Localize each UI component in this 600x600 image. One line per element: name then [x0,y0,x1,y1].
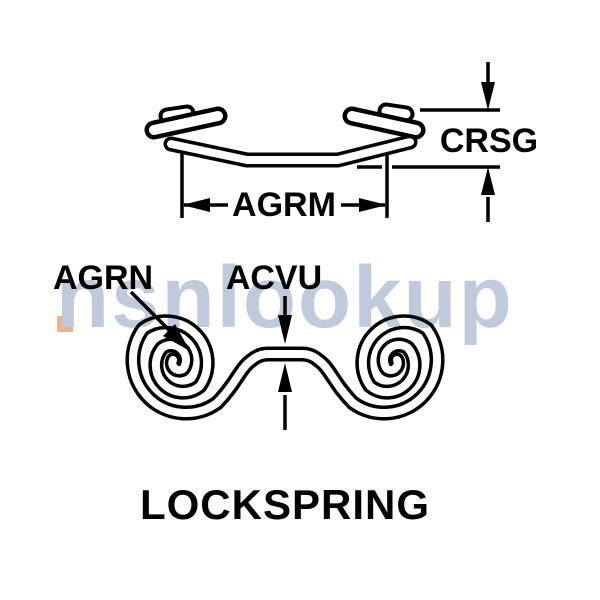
front-view-figure: AGRN ACVU [53,259,445,430]
bridge-face [213,350,357,407]
right-spiral-face [349,317,441,417]
figure-caption: LOCKSPRING [140,481,430,528]
right-end-tab-face [381,106,411,119]
agrm-arrowhead-right [359,198,387,212]
left-spiral-face [129,317,221,417]
agrm-label: AGRM [232,186,336,224]
agrm-arrowhead-left [182,198,210,212]
crsg-label: CRSG [440,122,538,160]
right-end-roll-face [347,111,421,135]
agrn-arrowhead [163,324,190,351]
crsg-arrowhead-top [481,82,495,110]
acvu-label: ACVU [226,259,322,297]
acvu-arrowhead-bottom [278,363,292,392]
agrn-leader-shaft [129,290,174,335]
acvu-arrowhead-top [278,315,292,344]
side-view-body-face [167,138,414,164]
left-end-tab-face [162,108,192,121]
left-end-roll-face [149,111,223,135]
agrn-label: AGRN [53,259,153,297]
side-view-figure: AGRM CRSG [144,62,538,224]
crsg-arrowhead-bottom [481,167,495,195]
